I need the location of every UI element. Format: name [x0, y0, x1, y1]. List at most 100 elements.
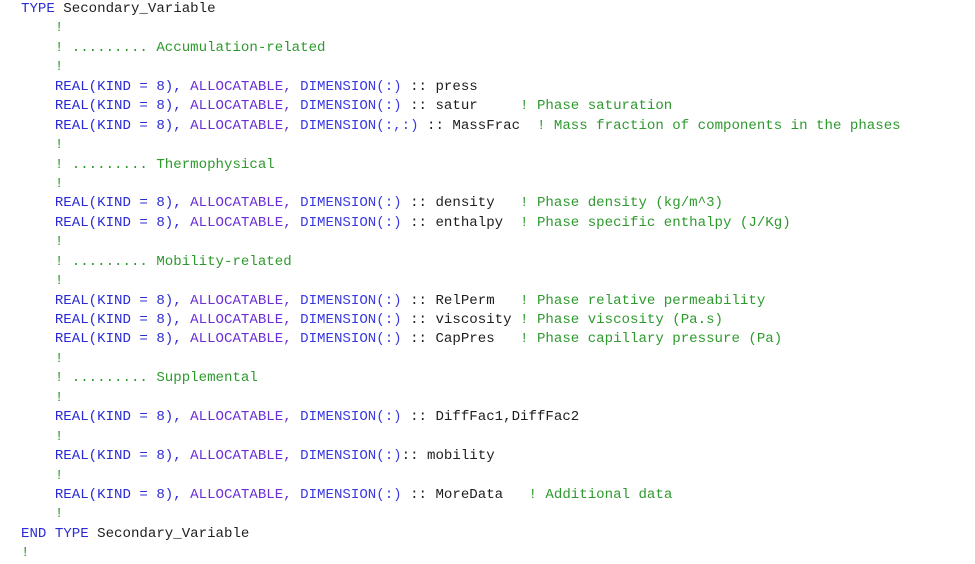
attribute-token: ALLOCATABLE,: [190, 117, 301, 134]
identifier-token: [21, 429, 55, 445]
identifier-token: [21, 487, 55, 503]
attribute-token: ALLOCATABLE,: [190, 98, 301, 115]
comment-token: !: [54, 59, 64, 76]
attribute-token: ALLOCATABLE,: [190, 448, 301, 465]
attribute-token: ALLOCATABLE,: [190, 312, 301, 328]
identifier-token: [21, 137, 55, 153]
keyword-token: REAL(KIND = 8),: [54, 195, 191, 212]
identifier-token: [21, 59, 55, 75]
keyword-token: REAL(KIND = 8),: [54, 292, 191, 309]
dimension-token: DIMENSION(:): [300, 312, 411, 328]
identifier-token: [21, 409, 55, 425]
comment-token: ! ......... Mobility-related: [54, 253, 292, 270]
keyword-token: TYPE: [21, 1, 64, 17]
dimension-token: DIMENSION(:): [300, 78, 411, 95]
identifier-token: [21, 506, 55, 522]
identifier-token: :: satur: [410, 98, 521, 115]
comment-token: ! Phase saturation: [520, 98, 673, 115]
comment-token: !: [54, 137, 64, 154]
code-line: !: [21, 272, 901, 291]
identifier-token: [21, 390, 55, 406]
identifier-token: [21, 118, 55, 134]
identifier-token: :: CapPres: [410, 331, 521, 348]
identifier-token: [21, 293, 55, 309]
identifier-token: :: MassFrac: [427, 117, 537, 134]
code-line: REAL(KIND = 8), ALLOCATABLE, DIMENSION(:…: [21, 214, 901, 233]
code-line: ! ......... Mobility-related: [21, 253, 901, 272]
attribute-token: ALLOCATABLE,: [190, 331, 301, 348]
dimension-token: DIMENSION(:): [300, 214, 411, 231]
identifier-token: [21, 254, 55, 270]
code-line: REAL(KIND = 8), ALLOCATABLE, DIMENSION(:…: [21, 194, 901, 213]
dimension-token: DIMENSION(:): [300, 195, 411, 212]
comment-token: ! Phase capillary pressure (Pa): [520, 331, 783, 348]
comment-token: ! Mass fraction of components in the pha…: [536, 117, 901, 134]
comment-token: ! Phase viscosity (Pa.s): [520, 312, 724, 328]
identifier-token: [21, 273, 55, 289]
comment-token: !: [54, 428, 64, 445]
identifier-token: [21, 370, 55, 386]
identifier-token: [21, 215, 55, 231]
attribute-token: ALLOCATABLE,: [190, 409, 301, 426]
comment-token: ! ......... Accumulation-related: [54, 39, 326, 56]
code-line: REAL(KIND = 8), ALLOCATABLE, DIMENSION(:…: [21, 78, 901, 97]
code-line: REAL(KIND = 8), ALLOCATABLE, DIMENSION(:…: [21, 330, 901, 349]
comment-token: ! Phase specific enthalpy (J/Kg): [520, 214, 791, 231]
comment-token: !: [54, 175, 64, 192]
comment-token: ! ......... Thermophysical: [54, 156, 275, 173]
code-line: REAL(KIND = 8), ALLOCATABLE, DIMENSION(:…: [21, 97, 901, 116]
identifier-token: [21, 20, 55, 36]
code-line: REAL(KIND = 8), ALLOCATABLE, DIMENSION(:…: [21, 486, 901, 505]
code-line: !: [21, 175, 901, 194]
comment-token: !: [54, 467, 64, 484]
dimension-token: DIMENSION(:,:): [300, 117, 427, 134]
identifier-token: :: viscosity: [410, 312, 521, 328]
identifier-token: Secondary_Variable: [63, 1, 216, 17]
code-editor[interactable]: TYPE Secondary_Variable ! ! ......... Ac…: [21, 0, 901, 564]
dimension-token: DIMENSION(:): [300, 331, 411, 348]
comment-token: !: [54, 350, 64, 367]
comment-token: !: [21, 545, 30, 562]
dimension-token: DIMENSION(:): [300, 98, 411, 115]
code-line: !: [21, 58, 901, 77]
code-line: !: [21, 233, 901, 252]
keyword-token: END TYPE: [21, 525, 98, 542]
attribute-token: ALLOCATABLE,: [190, 214, 301, 231]
keyword-token: REAL(KIND = 8),: [54, 409, 191, 426]
keyword-token: REAL(KIND = 8),: [54, 117, 191, 134]
identifier-token: :: enthalpy: [410, 214, 521, 231]
code-line: END TYPE Secondary_Variable: [21, 525, 901, 544]
code-line: ! ......... Supplemental: [21, 369, 901, 388]
code-line: !: [21, 544, 901, 563]
attribute-token: ALLOCATABLE,: [190, 292, 301, 309]
keyword-token: REAL(KIND = 8),: [54, 331, 191, 348]
identifier-token: :: RelPerm: [410, 292, 521, 309]
code-line: !: [21, 389, 901, 408]
dimension-token: DIMENSION(:): [300, 409, 411, 426]
comment-token: ! ......... Supplemental: [54, 370, 258, 387]
keyword-token: REAL(KIND = 8),: [54, 448, 191, 465]
identifier-token: [21, 157, 55, 173]
code-line: REAL(KIND = 8), ALLOCATABLE, DIMENSION(:…: [21, 311, 901, 330]
identifier-token: [21, 98, 55, 114]
comment-token: !: [54, 234, 64, 251]
attribute-token: ALLOCATABLE,: [190, 195, 301, 212]
keyword-token: REAL(KIND = 8),: [54, 312, 191, 328]
comment-token: ! Phase relative permeability: [520, 292, 766, 309]
identifier-token: :: MoreData: [410, 486, 529, 503]
identifier-token: :: DiffFac1,DiffFac2: [410, 409, 580, 426]
comment-token: !: [54, 20, 64, 37]
code-line: TYPE Secondary_Variable: [21, 0, 901, 19]
code-line: REAL(KIND = 8), ALLOCATABLE, DIMENSION(:…: [21, 292, 901, 311]
comment-token: !: [54, 389, 64, 406]
comment-token: !: [54, 273, 64, 290]
comment-token: ! Additional data: [528, 486, 673, 503]
identifier-token: :: press: [410, 78, 478, 95]
code-line: REAL(KIND = 8), ALLOCATABLE, DIMENSION(:…: [21, 447, 901, 466]
identifier-token: [21, 468, 55, 484]
code-line: REAL(KIND = 8), ALLOCATABLE, DIMENSION(:…: [21, 117, 901, 136]
code-line: !: [21, 467, 901, 486]
attribute-token: ALLOCATABLE,: [190, 78, 301, 95]
code-line: !: [21, 505, 901, 524]
identifier-token: Secondary_Variable: [97, 525, 250, 542]
